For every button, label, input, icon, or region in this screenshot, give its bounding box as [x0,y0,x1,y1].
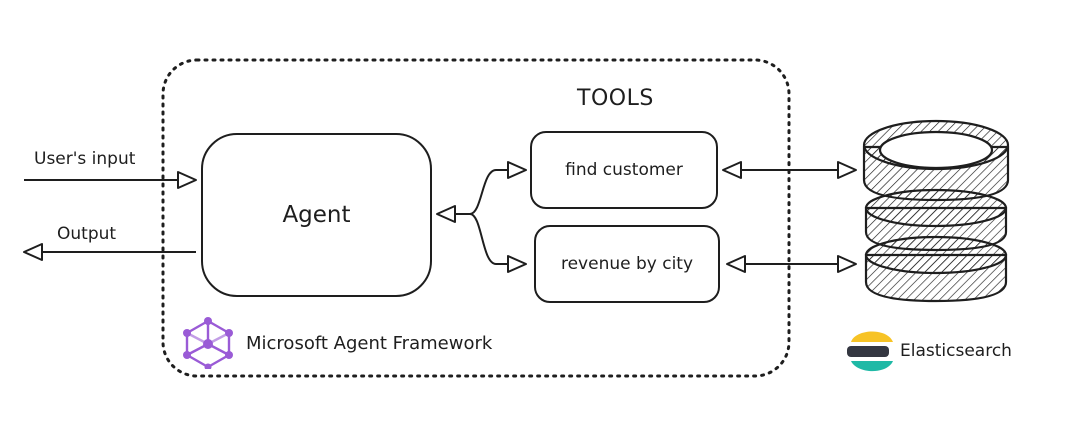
agent-arrowhead [436,205,456,223]
framework-label: Microsoft Agent Framework [246,333,493,354]
tool-label: revenue by city [560,254,694,274]
agent-framework-logo-icon [183,317,233,369]
agent-tools-connector [455,169,508,265]
tool-label: find customer [565,160,683,180]
tool-find-customer: find customer [530,131,718,209]
output-label: Output [57,224,117,244]
find-customer-db-arrow [722,161,857,179]
tools-title: TOOLS [577,86,654,111]
revenue-db-arrow [726,255,857,273]
elasticsearch-label: Elasticsearch [900,341,1012,361]
agent-node: Agent [201,133,432,297]
tool-find-arrowhead [507,161,527,179]
user-input-label: User's input [34,149,136,169]
database-icon [862,119,1010,303]
output-arrow [23,243,196,261]
elasticsearch-logo-icon [847,331,893,372]
agent-label: Agent [282,202,351,228]
tool-revenue-by-city: revenue by city [534,225,720,303]
tool-revenue-arrowhead [507,255,527,273]
user-input-arrow [24,171,197,189]
framework-boundary [161,58,791,378]
